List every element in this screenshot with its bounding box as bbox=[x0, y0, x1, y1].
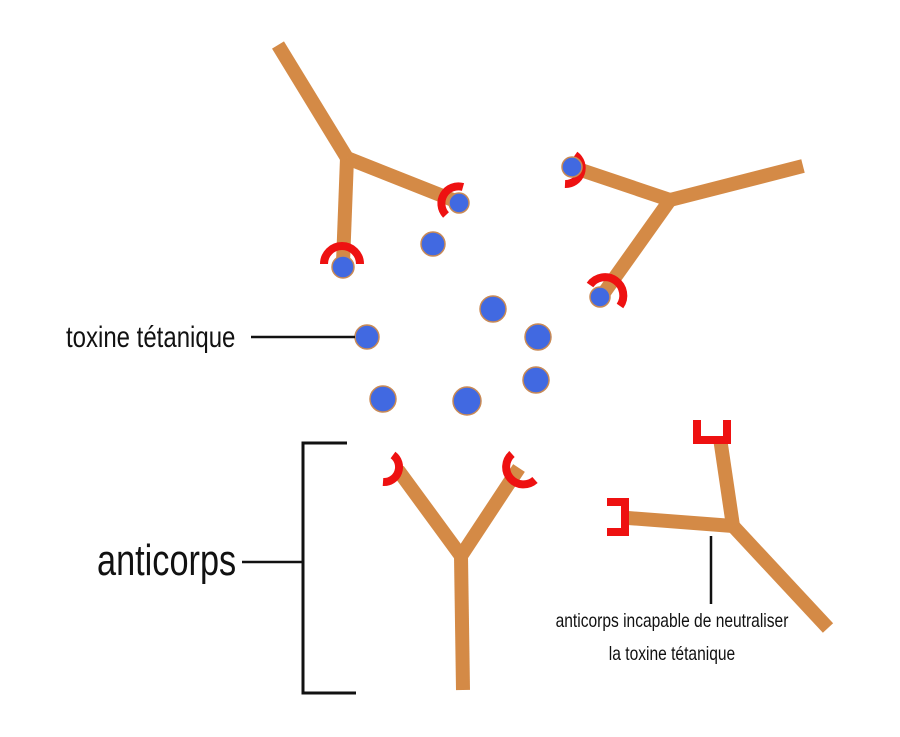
toxin-molecule bbox=[524, 323, 552, 351]
blocked-site-bottom-right-a bbox=[693, 420, 731, 444]
antibody-top-left bbox=[272, 41, 461, 264]
toxin-molecule bbox=[561, 156, 583, 178]
antibody-bottom-center bbox=[392, 464, 525, 691]
toxin-molecule bbox=[331, 255, 355, 279]
incapable-label-line2: la toxine tétanique bbox=[609, 643, 735, 665]
toxin-molecule bbox=[479, 295, 507, 323]
binding-site-top-left-b bbox=[437, 182, 465, 218]
toxin-molecules bbox=[331, 156, 611, 416]
toxin-molecule bbox=[369, 385, 397, 413]
toxin-label: toxine tétanique bbox=[66, 319, 235, 353]
toxin-molecule bbox=[420, 231, 446, 257]
toxin-molecule bbox=[452, 386, 482, 416]
toxin-molecule bbox=[589, 286, 611, 308]
antibody-bracket bbox=[301, 441, 356, 695]
antibody-label: anticorps bbox=[97, 536, 236, 585]
blocked-site-bottom-right-b bbox=[607, 498, 629, 536]
antibody-bottom-right bbox=[627, 436, 834, 633]
binding-site-top-left-a bbox=[320, 242, 364, 265]
toxin-molecule bbox=[448, 192, 470, 214]
incapable-label-line1: anticorps incapable de neutraliser bbox=[556, 610, 789, 632]
toxin-molecule bbox=[522, 366, 550, 394]
binding-site-top-right-b bbox=[586, 273, 628, 309]
binding-site-bottom-center-b bbox=[502, 451, 538, 489]
toxin-molecule bbox=[354, 324, 380, 350]
binding-site-bottom-center-a bbox=[382, 451, 404, 486]
